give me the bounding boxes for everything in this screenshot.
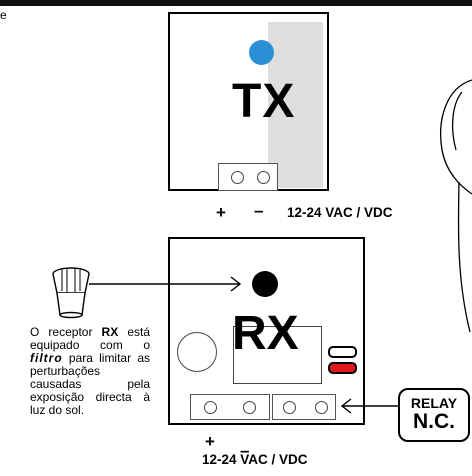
tx-supply-label: 12-24 VAC / VDC: [287, 205, 393, 220]
rx-module-board: [168, 237, 365, 425]
rx-power-terminal-block: [190, 394, 270, 420]
rx-terminal-screw-icon: [315, 401, 328, 414]
top-border: [0, 0, 472, 6]
rx-sensor-icon: [252, 271, 278, 297]
rx-terminal-screw-icon: [283, 401, 296, 414]
filter-icon: [52, 267, 90, 319]
rx-plus-sign: +: [205, 432, 215, 451]
rx-terminal-screw-icon: [243, 401, 256, 414]
rx-minus-sign: –: [240, 441, 250, 460]
rx-supply-label: 12-24 VAC / VDC: [202, 452, 308, 467]
tx-terminal-minus-screw-icon: [231, 171, 244, 184]
relay-nc-badge: RELAY N.C.: [398, 388, 470, 442]
tx-led-icon: [249, 40, 274, 65]
relay-badge-line2: N.C.: [413, 410, 455, 433]
rx-capacitor-icon: [177, 332, 217, 372]
rx-filter-description: O receptor RX está equipado com o filtro…: [30, 325, 150, 417]
relay-arrow-icon: [340, 398, 398, 414]
lamp-sketch-icon: [440, 79, 472, 333]
top-note: e: [0, 8, 7, 22]
tx-minus-sign: –: [254, 201, 264, 220]
tx-label: TX: [232, 75, 296, 128]
rx-led-white-icon: [328, 346, 357, 358]
filter-arrow-icon: [89, 276, 242, 292]
rx-label: RX: [232, 307, 299, 360]
tx-terminal-slash-screw-icon: [257, 171, 270, 184]
rx-relay-component: [233, 326, 322, 384]
tx-plus-sign: +: [216, 203, 226, 222]
rx-led-red-icon: [328, 362, 357, 374]
relay-badge-line1: RELAY: [410, 395, 458, 411]
tx-module-shade: [268, 22, 323, 188]
rx-terminal-screw-icon: [204, 401, 217, 414]
